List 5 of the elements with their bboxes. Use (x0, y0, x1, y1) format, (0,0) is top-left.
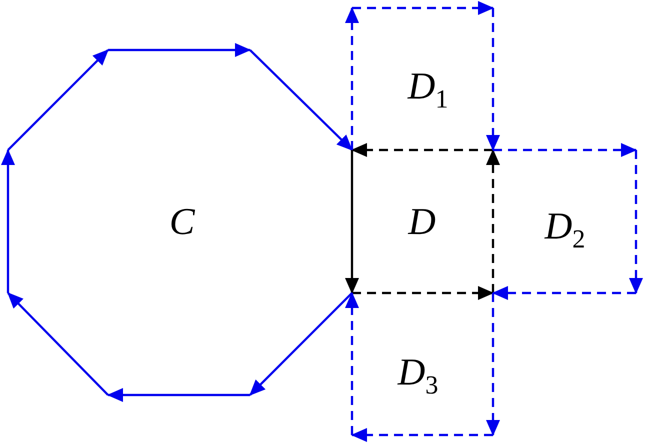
region-label: C (169, 203, 195, 241)
region-label: D$_{3}$ (398, 354, 438, 398)
region-label: D$_{2}$ (544, 208, 586, 252)
region-label: D$_{1}$ (408, 68, 448, 112)
region-label: D (408, 203, 436, 241)
